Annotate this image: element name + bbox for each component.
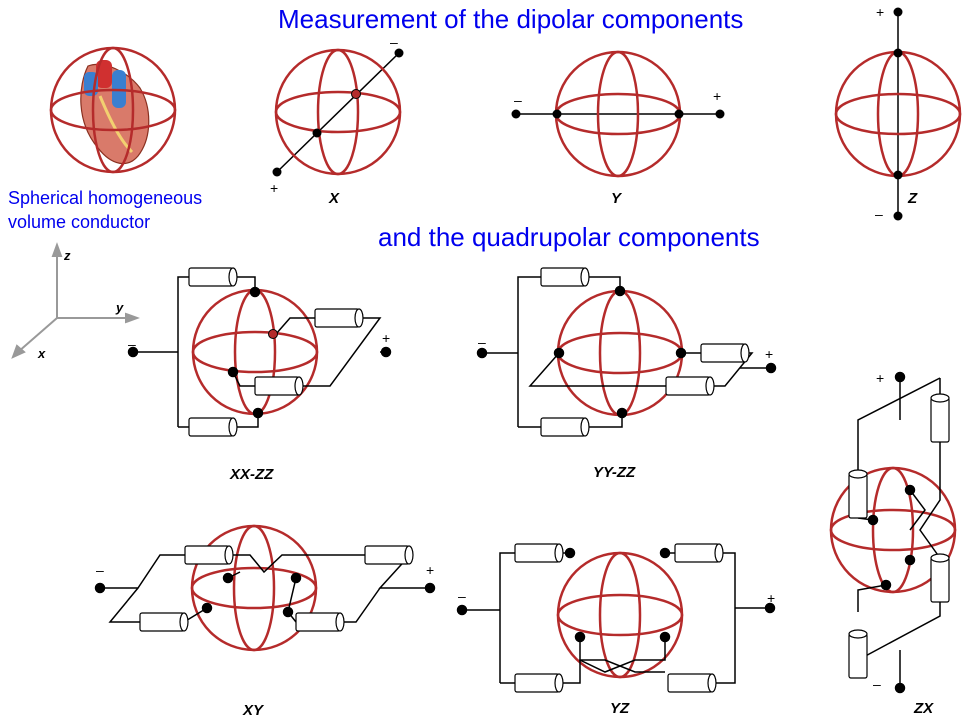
quadrupole-yy-zz <box>476 267 777 437</box>
label-yy-zz: YY-ZZ <box>593 464 636 481</box>
label-x: X <box>329 190 340 207</box>
label-z: Z <box>908 190 918 207</box>
title-quadrupolar: and the quadrupolar components <box>378 222 760 252</box>
sign-zx-plus: + <box>876 370 885 386</box>
sign-y-plus: + <box>713 88 722 104</box>
axis-y-label: y <box>116 300 124 315</box>
quadrupole-xx-zz <box>127 267 392 437</box>
sign-xxzz-plus: + <box>382 330 391 346</box>
sign-yyzz-minus: – <box>478 334 486 350</box>
label-xx-zz: XX-ZZ <box>230 466 274 483</box>
sign-xy-minus: – <box>96 562 104 578</box>
sign-y-minus: – <box>514 92 522 108</box>
label-xy: XY <box>243 702 264 719</box>
label-yz: YZ <box>610 700 630 717</box>
dipole-x <box>272 48 404 177</box>
sign-z-plus: + <box>876 4 885 20</box>
axis-system <box>11 242 140 359</box>
sign-xxzz-minus: – <box>128 336 136 352</box>
heart-illustration <box>80 60 150 165</box>
conductor-note: Spherical homogeneous volume conductor <box>8 186 202 234</box>
sign-x-minus: – <box>390 34 398 50</box>
dipole-z <box>834 7 962 221</box>
conductor-note-line2: volume conductor <box>8 212 151 232</box>
title-dipolar: Measurement of the dipolar components <box>278 4 744 34</box>
axis-z-label: z <box>64 248 71 263</box>
axis-x-label: x <box>38 346 46 361</box>
sign-yyzz-plus: + <box>765 346 774 362</box>
quadrupole-zx <box>829 371 957 694</box>
quadrupole-yz <box>456 543 776 693</box>
quadrupole-xy <box>94 524 436 652</box>
sign-yz-plus: + <box>767 590 776 606</box>
label-y: Y <box>611 190 622 207</box>
sign-xy-plus: + <box>426 562 435 578</box>
dipole-y <box>511 50 725 178</box>
sign-z-minus: – <box>875 206 883 222</box>
label-zx: ZX <box>914 700 934 717</box>
sign-yz-minus: – <box>458 588 466 604</box>
sign-x-plus: + <box>270 180 279 196</box>
conductor-note-line1: Spherical homogeneous <box>8 188 203 208</box>
sign-zx-minus: – <box>873 676 881 692</box>
